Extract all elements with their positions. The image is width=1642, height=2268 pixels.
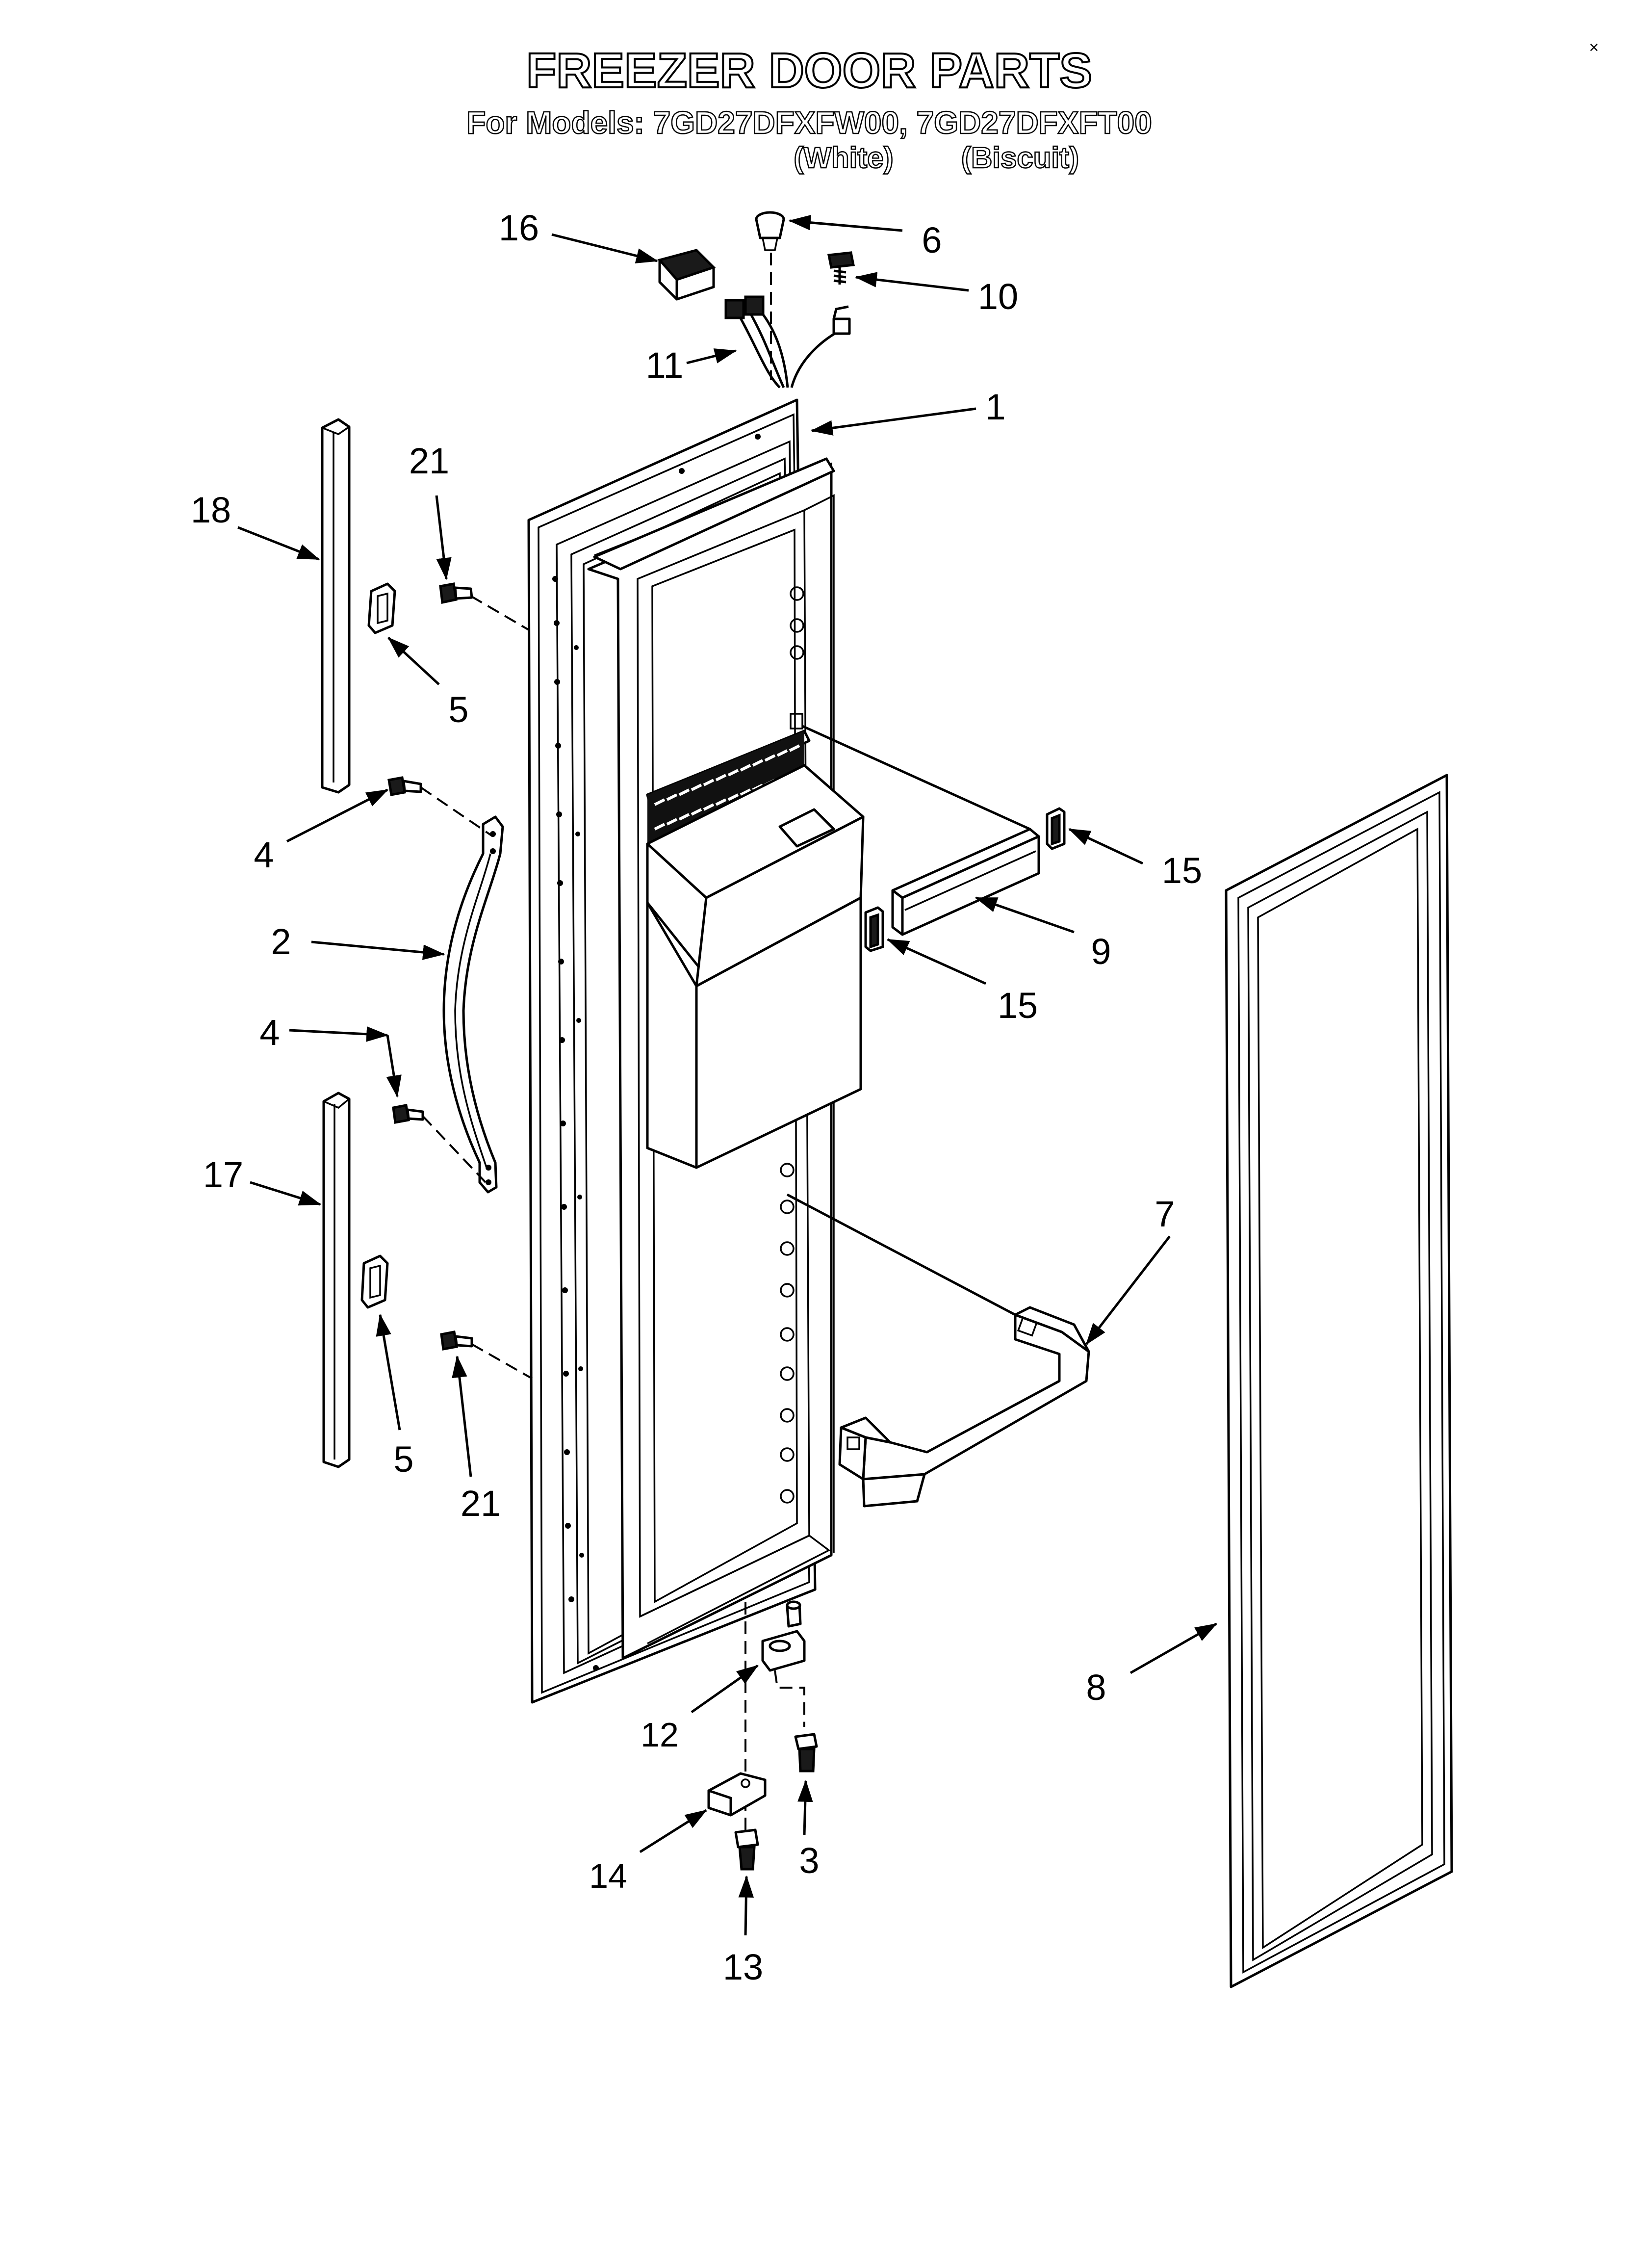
callout-8: 8 <box>1086 1667 1106 1708</box>
variant-white: (White) <box>794 141 893 174</box>
trim-strip-18 <box>321 418 351 794</box>
page-title: FREEZER DOOR PARTS <box>526 43 1092 98</box>
door-gasket-8 <box>1225 774 1453 1988</box>
connector-16 <box>657 249 716 301</box>
screw-10 <box>827 251 855 285</box>
callout-4-upper: 4 <box>254 834 274 875</box>
callout-12: 12 <box>641 1716 679 1754</box>
callout-labels: 16 6 10 11 1 21 18 5 4 15 2 9 15 4 17 7 … <box>191 208 1202 1987</box>
freezer-door-panel <box>527 398 865 1704</box>
callout-18: 18 <box>191 490 231 530</box>
callout-4-lower: 4 <box>259 1012 280 1053</box>
callout-21-lower: 21 <box>461 1483 501 1524</box>
clip-5-lower <box>360 1254 389 1309</box>
door-edge-holes <box>552 434 761 1671</box>
hinge-12 <box>761 1600 806 1672</box>
callout-15-right: 15 <box>1162 850 1202 891</box>
callout-5-lower: 5 <box>393 1439 413 1480</box>
dispenser-housing <box>646 764 865 1169</box>
callout-14: 14 <box>589 1857 627 1895</box>
variant-biscuit: (Biscuit) <box>961 141 1079 174</box>
leader-lines <box>237 215 1217 1936</box>
callout-21-upper: 21 <box>409 441 449 481</box>
callout-13: 13 <box>723 1947 763 1987</box>
callout-3: 3 <box>799 1840 819 1881</box>
callout-9: 9 <box>1091 931 1111 972</box>
callout-1: 1 <box>985 387 1005 427</box>
screw-21-lower <box>440 1330 473 1351</box>
callout-2: 2 <box>271 921 291 962</box>
callout-15-left: 15 <box>998 985 1038 1026</box>
callout-16: 16 <box>499 208 539 248</box>
corner-mark: × <box>1589 38 1599 57</box>
callout-11: 11 <box>646 345 684 386</box>
trim-strip-17 <box>322 1092 351 1468</box>
callout-10: 10 <box>978 276 1018 317</box>
callout-17: 17 <box>203 1154 243 1195</box>
models-line: For Models: 7GD27DFXFW00, 7GD27DFXFT00 <box>466 105 1152 140</box>
liner-side-holes <box>780 586 804 1504</box>
bar-9 <box>891 828 1040 936</box>
bracket-14 <box>707 1772 767 1817</box>
door-shelf-7 <box>786 1193 1090 1508</box>
screw-4-upper <box>387 776 422 796</box>
screw-13 <box>734 1828 759 1871</box>
bushing-6 <box>755 211 785 251</box>
end-cap-15-right <box>1046 807 1066 850</box>
screw-4-lower <box>392 1104 424 1124</box>
callout-7: 7 <box>1155 1194 1175 1234</box>
callout-6: 6 <box>922 220 942 261</box>
screw-21-upper <box>439 582 473 604</box>
screw-3 <box>794 1733 818 1773</box>
callout-5-upper: 5 <box>448 689 468 730</box>
end-cap-15-left <box>864 906 884 952</box>
wire-harness <box>724 295 851 389</box>
clip-5-upper <box>367 582 396 634</box>
dispenser-ribs <box>646 730 811 844</box>
handle-2 <box>442 815 504 1194</box>
